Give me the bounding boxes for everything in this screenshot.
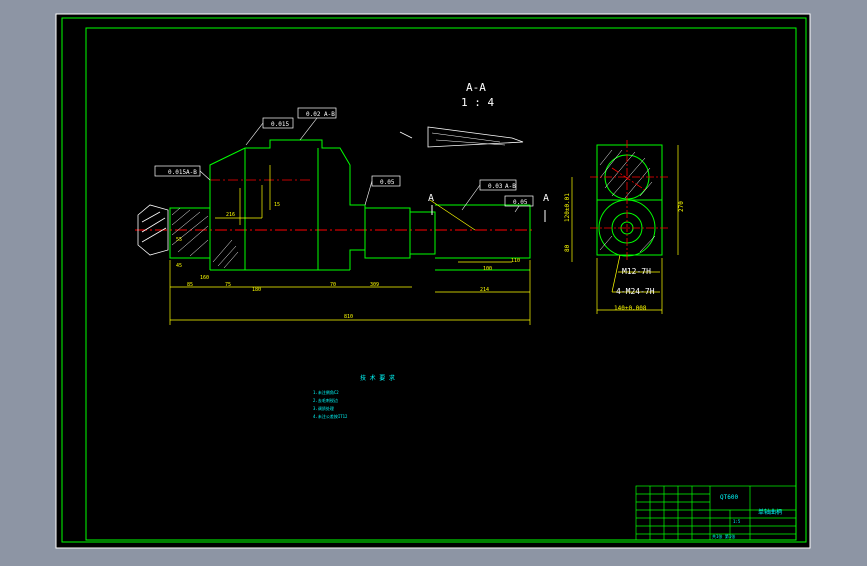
svg-text:A-B: A-B bbox=[186, 169, 197, 176]
title-block[interactable] bbox=[635, 485, 797, 541]
title-sheet: 共1张 第1张 bbox=[712, 533, 735, 539]
dim-70: 70 bbox=[330, 282, 336, 288]
dim-side-lower: 80 bbox=[564, 244, 571, 252]
hatch-left-boss bbox=[171, 207, 209, 257]
tech-req-title: 技 术 要 求 bbox=[360, 374, 395, 382]
dim-160: 160 bbox=[200, 275, 209, 281]
side-hatch bbox=[599, 149, 656, 253]
svg-text:0.03: 0.03 bbox=[488, 183, 503, 190]
section-label: A-A bbox=[466, 81, 486, 94]
dim-overall-length: 810 bbox=[344, 314, 353, 320]
title-material: QT600 bbox=[720, 494, 738, 501]
section-mark-right: A bbox=[543, 193, 549, 204]
dim-216: 216 bbox=[226, 212, 235, 218]
svg-text:A-B: A-B bbox=[324, 111, 335, 118]
dim-left-flange: 85 bbox=[187, 282, 193, 288]
section-scale: 1 : 4 bbox=[461, 96, 494, 109]
dim-15: 15 bbox=[274, 202, 280, 208]
detail-wedge bbox=[399, 126, 524, 148]
tech-req-2: 2.去毛刺锐边 bbox=[313, 397, 338, 403]
side-dimensions bbox=[571, 145, 679, 314]
drawing-sheet bbox=[55, 13, 811, 549]
inner-border bbox=[85, 27, 797, 541]
front-dimensions bbox=[169, 165, 531, 325]
svg-text:0.05: 0.05 bbox=[513, 199, 528, 206]
svg-text:0.015: 0.015 bbox=[271, 121, 289, 128]
leader-lines bbox=[199, 117, 520, 213]
left-wedge bbox=[137, 204, 169, 256]
dim-side-height: 270 bbox=[678, 201, 685, 212]
dim-side-width: 140±0.008 bbox=[614, 305, 647, 312]
hatch-boss-lower bbox=[212, 239, 239, 269]
tech-req-4: 4.未注公差按IT12 bbox=[313, 413, 348, 419]
title-part-name: 单轴曲柄 bbox=[758, 508, 782, 516]
dim-309: 309 bbox=[370, 282, 379, 288]
dim-214: 214 bbox=[480, 287, 489, 293]
svg-text:0.015: 0.015 bbox=[168, 169, 186, 176]
dim-180: 180 bbox=[252, 287, 261, 293]
title-scale: 1:5 bbox=[733, 519, 741, 524]
svg-text:0.02: 0.02 bbox=[306, 111, 321, 118]
front-view[interactable] bbox=[169, 139, 531, 271]
dim-100: 100 bbox=[483, 266, 492, 272]
tech-req-3: 3.调质处理 bbox=[313, 405, 334, 411]
dim-55: 55 bbox=[176, 237, 182, 243]
section-mark-left: A bbox=[428, 193, 434, 204]
dim-75: 75 bbox=[225, 282, 231, 288]
dim-110: 110 bbox=[511, 258, 520, 264]
dim-side-upper: 120±0.01 bbox=[564, 193, 571, 222]
tech-req-1: 1.未注倒角C2 bbox=[313, 389, 339, 395]
outer-border bbox=[61, 17, 807, 543]
dim-45: 45 bbox=[176, 263, 182, 269]
thread-m24: 4-M24-7H bbox=[616, 287, 655, 296]
side-centerlines bbox=[590, 140, 668, 262]
svg-text:0.05: 0.05 bbox=[380, 179, 395, 186]
svg-text:A-B: A-B bbox=[505, 183, 516, 190]
thread-m12: M12-7H bbox=[622, 267, 651, 276]
